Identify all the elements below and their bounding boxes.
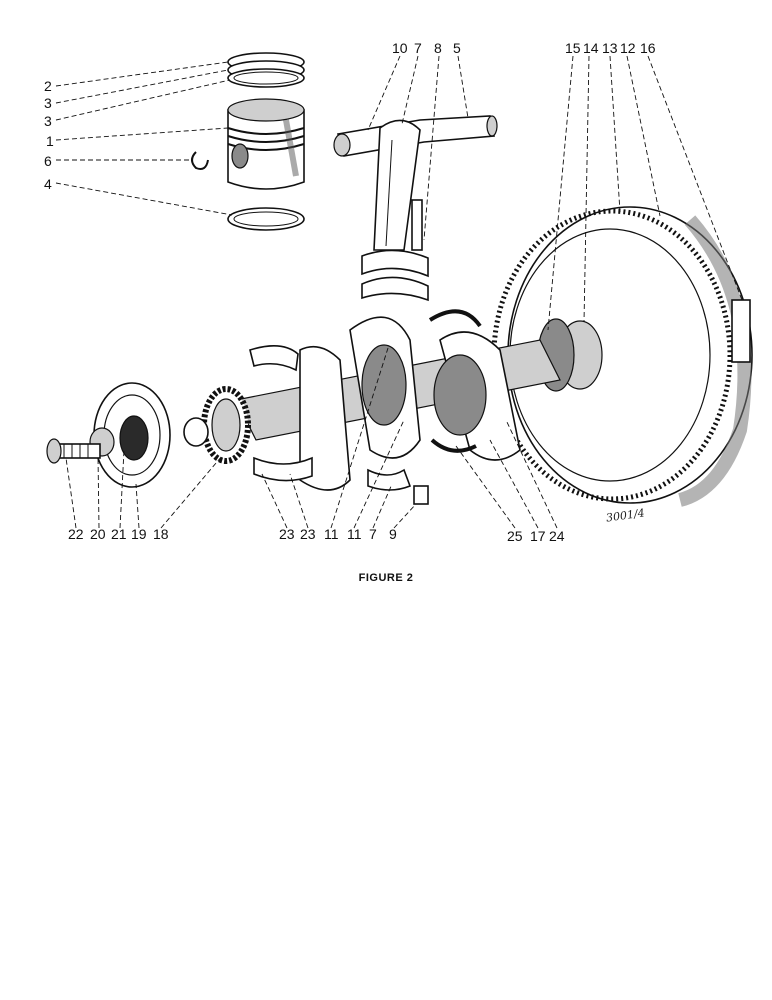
callout-3: 3 xyxy=(44,95,52,111)
callout-3: 3 xyxy=(44,113,52,129)
callout-15: 15 xyxy=(565,40,581,56)
callout-17: 17 xyxy=(530,528,546,544)
callout-7: 7 xyxy=(369,526,377,542)
starter-dog-bolt xyxy=(46,438,101,464)
timing-gear xyxy=(183,386,251,464)
callout-24: 24 xyxy=(549,528,565,544)
circlip xyxy=(191,151,209,170)
callout-11: 11 xyxy=(324,526,339,542)
callout-22: 22 xyxy=(68,526,84,542)
gudgeon-pin-ring xyxy=(227,207,305,231)
callout-2: 2 xyxy=(44,78,52,94)
callout-14: 14 xyxy=(583,40,599,56)
callout-12: 12 xyxy=(620,40,636,56)
callout-9: 9 xyxy=(389,526,397,542)
piston xyxy=(227,98,305,190)
flywheel xyxy=(491,206,753,507)
callout-4: 4 xyxy=(44,176,52,192)
callout-7: 7 xyxy=(414,40,422,56)
figure-caption: FIGURE 2 xyxy=(358,572,414,584)
callout-20: 20 xyxy=(90,526,106,542)
callout-18: 18 xyxy=(153,526,169,542)
leader-lines xyxy=(55,55,743,529)
callout-5: 5 xyxy=(453,40,461,56)
crankshaft xyxy=(235,309,561,505)
callout-1: 1 xyxy=(46,133,54,149)
callout-23: 23 xyxy=(300,526,316,542)
connecting-rod xyxy=(333,115,498,302)
callout-11: 11 xyxy=(347,526,362,542)
piston-ring-set xyxy=(227,52,305,88)
callout-21: 21 xyxy=(111,526,127,542)
callout-16: 16 xyxy=(640,40,656,56)
callout-25: 25 xyxy=(507,528,523,544)
callout-23: 23 xyxy=(279,526,295,542)
callout-10: 10 xyxy=(392,40,408,56)
callout-8: 8 xyxy=(434,40,442,56)
callout-19: 19 xyxy=(131,526,147,542)
crankshaft-pulley xyxy=(89,382,171,488)
callout-13: 13 xyxy=(602,40,618,56)
callout-6: 6 xyxy=(44,153,52,169)
